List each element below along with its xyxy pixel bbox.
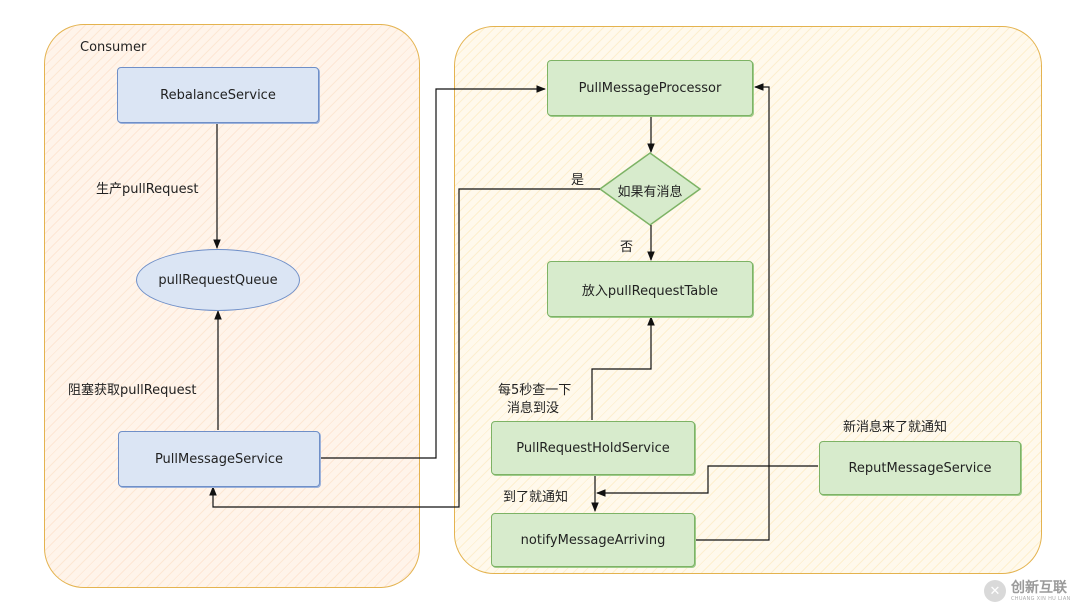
label-yes: 是 [571,173,585,188]
label-produce-pull-request: 生产pullRequest [96,182,199,197]
pull-request-queue-node: pullRequestQueue [136,249,300,311]
edge-pullservice-to-processor [320,85,546,459]
label-check-every-5s-line1: 每5秒查一下 [498,383,572,398]
consumer-region-title: Consumer [80,40,147,55]
edge-holdservice-to-table [591,316,655,420]
watermark-main-text: 创新互联 [1011,579,1067,596]
label-check-every-5s-line2: 消息到没 [507,401,560,416]
reput-message-service-label: ReputMessageService [848,460,992,476]
reput-message-service-node: ReputMessageService [819,441,1021,495]
pull-request-hold-service-label: PullRequestHoldService [516,440,670,456]
pull-request-queue-label: pullRequestQueue [158,272,278,288]
pull-request-table-node: 放入pullRequestTable [547,261,753,317]
label-notify-new-message: 新消息来了就通知 [843,420,948,435]
edge-decision-yes-to-pullservice [209,188,600,508]
notify-message-arriving-label: notifyMessageArriving [520,532,666,548]
edge-reput-to-notify [596,465,818,497]
notify-message-arriving-node: notifyMessageArriving [491,513,695,567]
watermark: ✕ 创新互联 CHUANG XIN HU LIAN [984,580,1071,602]
pull-message-processor-label: PullMessageProcessor [578,80,722,96]
decision-has-message-label: 如果有消息 [617,185,683,200]
pull-message-processor-node: PullMessageProcessor [547,60,753,116]
label-notify-when-arrived: 到了就通知 [503,490,569,505]
pull-request-table-label: 放入pullRequestTable [581,283,719,299]
rebalance-service-node: RebalanceService [117,67,319,123]
rebalance-service-label: RebalanceService [160,87,276,103]
pull-request-hold-service-node: PullRequestHoldService [491,421,695,475]
edge-notify-to-processor [695,83,770,541]
label-blocking-get-pull-request: 阻塞获取pullRequest [68,383,197,398]
watermark-sub-text: CHUANG XIN HU LIAN [1011,595,1071,602]
pull-message-service-node: PullMessageService [118,431,320,487]
label-no: 否 [620,240,634,255]
decision-diamond [598,152,702,226]
watermark-logo-icon: ✕ [984,580,1006,602]
pull-message-service-label: PullMessageService [154,451,284,467]
